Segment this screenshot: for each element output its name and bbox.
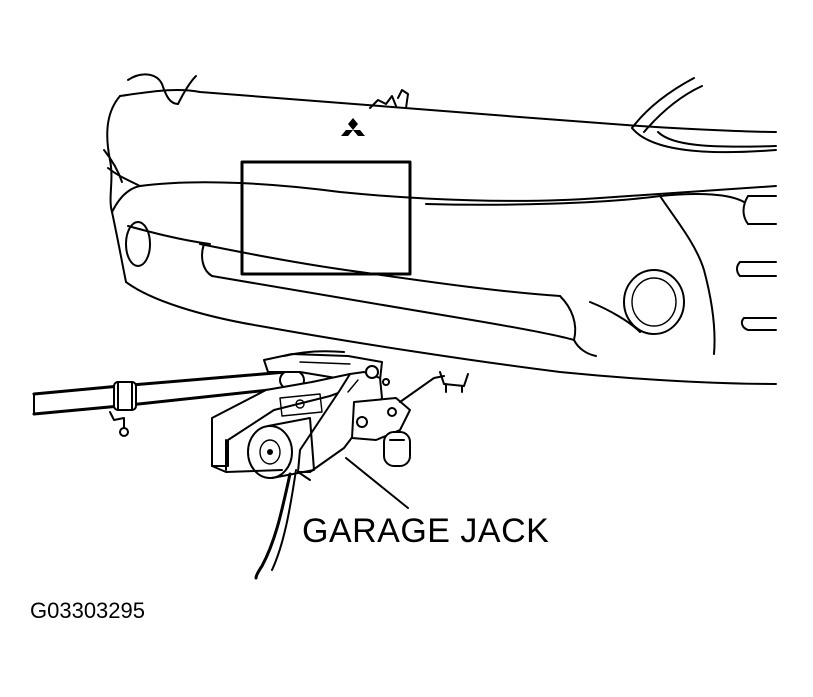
car-front-bumper <box>103 73 777 385</box>
callout-leader-line <box>345 457 409 509</box>
three-diamond-logo-icon <box>341 118 365 136</box>
figure-id: G03303295 <box>30 598 145 623</box>
garage-jack-label: GARAGE JACK <box>302 512 550 550</box>
garage-jack-drawing <box>32 350 445 580</box>
license-plate <box>240 160 412 276</box>
